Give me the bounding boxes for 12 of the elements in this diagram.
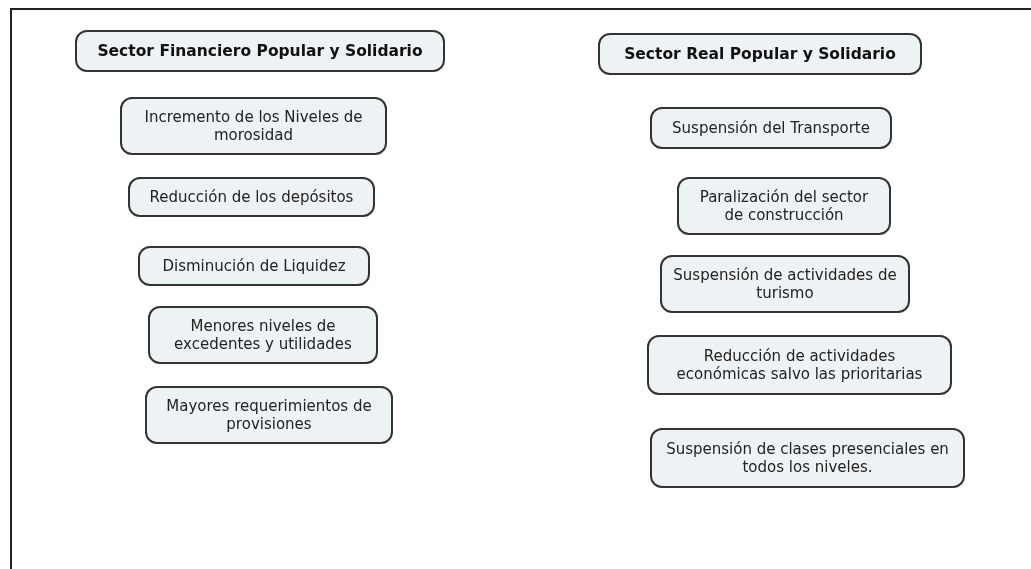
item-box: Disminución de Liquidez xyxy=(138,246,370,286)
heading-box: Sector Financiero Popular y Solidario xyxy=(75,30,445,72)
item-box: Incremento de los Niveles de morosidad xyxy=(120,97,387,155)
item-box: Suspensión de clases presenciales en todos los niveles. xyxy=(650,428,965,488)
item-box: Reducción de actividades económicas salvo las prioritarias xyxy=(647,335,952,395)
item-box: Paralización del sector de construcción xyxy=(677,177,891,235)
heading-box: Sector Real Popular y Solidario xyxy=(598,33,922,75)
item-box: Suspensión de actividades de turismo xyxy=(660,255,910,313)
item-box: Mayores requerimientos de provisiones xyxy=(145,386,393,444)
item-box: Suspensión del Transporte xyxy=(650,107,892,149)
item-box: Menores niveles de excedentes y utilidades xyxy=(148,306,378,364)
item-box: Reducción de los depósitos xyxy=(128,177,375,217)
